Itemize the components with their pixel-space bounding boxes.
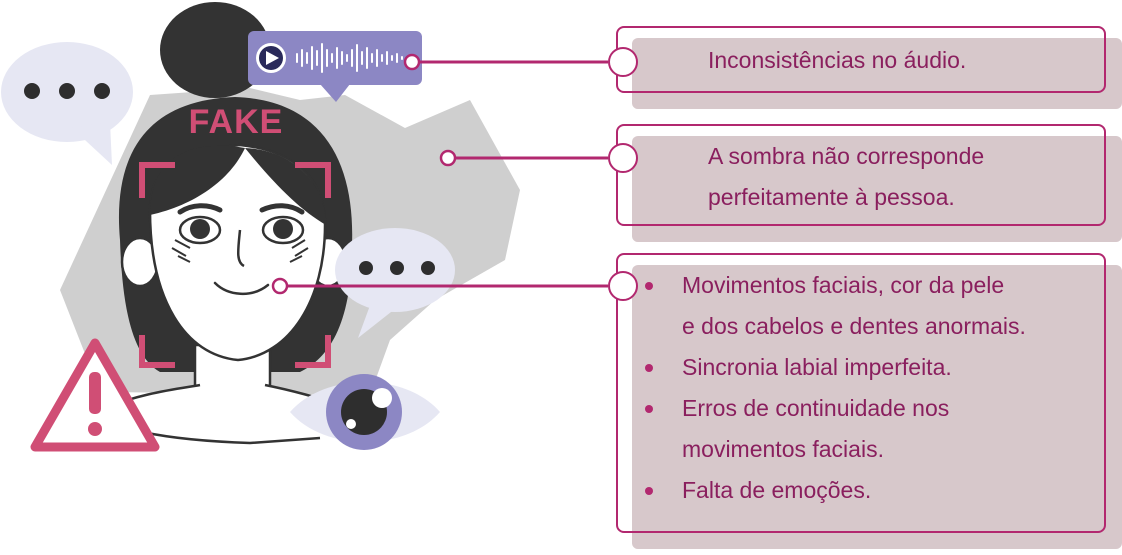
callout-face: Movimentos faciais, cor da pele e dos ca…	[608, 253, 1122, 549]
face-scan-frame	[139, 162, 331, 368]
connector-lines	[271, 53, 608, 295]
callout-connector-ring	[608, 47, 638, 77]
callout-connector-ring	[608, 271, 638, 301]
callout-shadow: A sombra não corresponde perfeitamente à…	[608, 124, 1122, 242]
callout-audio-text: Inconsistências no áudio.	[708, 47, 967, 73]
list-item: Erros de continuidade nos movimentos fac…	[642, 388, 1026, 470]
eye-icon	[290, 374, 440, 450]
callout-shadow-line-2: perfeitamente à pessoa.	[708, 184, 955, 210]
speech-bubble-ellipsis-icon	[1, 42, 133, 165]
speech-bubble-ellipsis-icon	[335, 228, 455, 338]
sound-wave-icon	[296, 43, 403, 73]
list-item: Movimentos faciais, cor da pele e dos ca…	[642, 265, 1026, 347]
callout-connector-ring	[608, 143, 638, 173]
fake-badge: FAKE	[189, 103, 284, 141]
callout-face-list: Movimentos faciais, cor da pele e dos ca…	[642, 265, 1026, 511]
woman-portrait	[94, 2, 353, 450]
audio-bubble	[248, 31, 422, 102]
list-item: Sincronia labial imperfeita.	[642, 347, 1026, 388]
warning-triangle-icon	[30, 338, 160, 452]
callout-shadow-line-1: A sombra não corresponde	[708, 143, 985, 169]
list-item: Falta de emoções.	[642, 470, 1026, 511]
callout-audio: Inconsistências no áudio.	[608, 26, 1122, 109]
